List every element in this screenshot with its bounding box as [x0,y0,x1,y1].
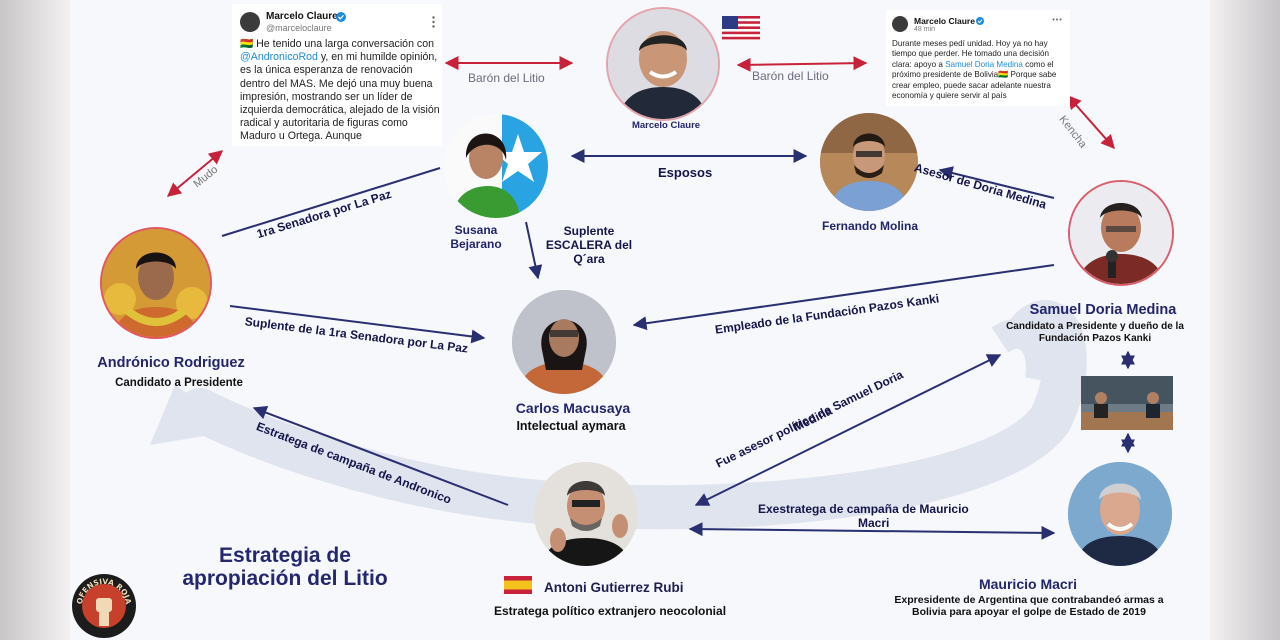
arrow-estratega-andronico [252,405,509,506]
label-marcelo-claure: Marcelo Claure [631,120,701,131]
tweet-body: 🇧🇴 He tenido una larga conversación con … [240,38,440,143]
more-options-icon [1052,18,1062,21]
arrow-baron-right [736,56,868,72]
background-swoosh-head [150,385,240,445]
role-antoni-gutierrez-rubi: Estratega político extranjero neocolonia… [493,604,727,618]
portrait-carlos-macusaya [512,290,616,394]
tweet-time: 48 min [914,26,936,33]
background-swoosh-right [991,318,1056,383]
label-samuel-doria-medina: Samuel Doria Medina [1029,302,1177,318]
tweet-claure-samuel: Marcelo Claure 48 min Durante meses pedí… [886,10,1070,106]
arrow-suplente-escalera [525,221,543,280]
relation-exestratega-1: Exestratega de campaña de Mauricio [758,502,969,516]
label-fernando-molina: Fernando Molina [822,219,918,233]
relation-suplente-escalera-3: Q´ara [573,252,605,266]
tweet-avatar [892,16,908,32]
relation-exestratega-2: Macri [858,516,890,530]
arrow-suplente-senadora [229,305,486,344]
portrait-samuel-doria-medina [1068,180,1174,286]
arrow-kencha [1067,94,1115,150]
label-mauricio-macri: Mauricio Macri [978,576,1078,592]
role-carlos-macusaya: Intelectual aymara [516,419,626,433]
tweet-author: Marcelo Claure [914,16,975,26]
portrait-marcelo-claure [606,7,720,121]
portrait-susana-bejarano [444,114,548,218]
label-susana-line1: Susana [454,223,498,237]
label-andronico-rodriguez: Andrónico Rodriguez [97,355,245,371]
arrow-exestratega [688,522,1056,540]
arrow-asesor [938,166,1055,199]
tweet-author: Marcelo Claure [266,11,338,22]
role-samuel-doria-medina: Candidato a Presidente y dueño de la Fun… [1006,321,1184,344]
diagram-title: Estrategia de apropiación del Litio [182,544,388,590]
fist-icon [96,598,112,626]
relation-suplente-escalera-1: Suplente [563,224,615,238]
mention-link[interactable]: Samuel Doria Medina [945,59,1023,69]
relation-baron-del-litio-left: Barón del Litio [468,71,545,85]
arrow-mudo [166,150,224,197]
portrait-mauricio-macri [1068,462,1172,566]
ofensiva-roja-logo: OFENSIVA ROJA [72,574,136,638]
relation-esposos: Esposos [658,165,713,180]
role-mauricio-macri: Expresidente de Argentina que contraband… [894,594,1164,619]
more-options-icon [432,16,435,28]
photo-samuel-macri-meeting [1081,376,1173,430]
tweet-handle: @marceloclaure [266,23,332,33]
relation-suplente-escalera-2: ESCALERA del [545,238,633,252]
arrow-fue-asesor [694,354,1002,506]
verified-badge-icon [976,17,984,25]
tweet-avatar [240,12,260,32]
spain-flag-icon [504,576,532,594]
role-andronico-rodriguez: Candidato a Presidente [115,377,243,389]
tweet-body: Durante meses pedí unidad. Hoy ya no hay… [892,39,1057,101]
blurred-right-edge [1210,0,1280,640]
relation-baron-del-litio-right: Barón del Litio [752,69,829,83]
portrait-antoni-gutierrez-rubi [534,462,638,566]
verified-badge-icon [336,12,346,22]
label-carlos-macusaya: Carlos Macusaya [515,400,631,416]
blurred-left-edge [0,0,70,640]
arrow-senadora [221,167,441,237]
usa-flag-icon [722,16,760,40]
label-susana-line2: Bejarano [450,237,502,251]
portrait-fernando-molina [820,113,918,211]
portrait-andronico-rodriguez [100,227,212,339]
mention-link[interactable]: @AndronicoRod [240,51,318,64]
arrow-empleado [632,264,1055,331]
label-antoni-gutierrez-rubi: Antoni Gutierrez Rubi [544,580,684,595]
tweet-claure-andronico: Marcelo Claure @marceloclaure 🇧🇴 He teni… [232,4,442,146]
